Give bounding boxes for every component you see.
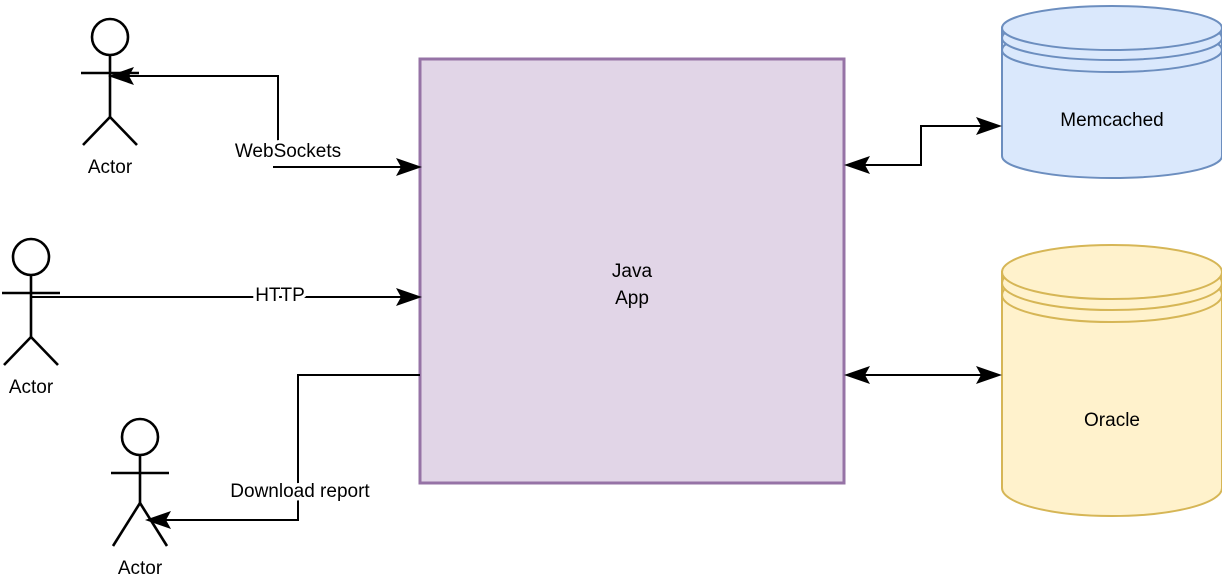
actor-head-icon [90, 17, 130, 57]
http-arrowhead [396, 288, 422, 306]
actor-leg-right [30, 336, 59, 366]
websockets-outbound-arrowhead [108, 67, 134, 85]
node-memcached[interactable]: Memcached [1001, 5, 1222, 179]
websockets-label: WebSockets [235, 141, 341, 162]
download-report-label: Download report [230, 481, 370, 502]
oracle-label: Oracle [1084, 410, 1140, 431]
memcached-arrowhead-right [976, 117, 1002, 135]
memcached-disc-1 [1001, 5, 1222, 51]
oracle-arrowhead-left [844, 366, 870, 384]
actor-head-icon [120, 417, 160, 457]
actor-websockets[interactable]: Actor [81, 17, 139, 178]
download-report-line [165, 374, 420, 521]
edge-websockets-inbound[interactable]: WebSockets [231, 138, 422, 176]
edge-oracle[interactable] [844, 366, 1002, 384]
oracle-disc-1 [1001, 244, 1222, 300]
actor-leg-right [109, 116, 138, 146]
memcached-label: Memcached [1060, 110, 1164, 131]
node-oracle[interactable]: Oracle [1001, 244, 1222, 517]
edge-websockets-outbound[interactable] [108, 67, 279, 146]
actor-download[interactable]: Actor [111, 417, 169, 579]
actor-head-icon [11, 237, 51, 277]
actor-caption-websockets: Actor [88, 157, 133, 178]
java-app-label-line2: App [615, 288, 649, 309]
websockets-outbound-line [128, 75, 279, 146]
edge-download-report[interactable]: Download report [145, 374, 420, 529]
java-app-label-line1: Java [612, 261, 653, 282]
memcached-line [862, 125, 984, 166]
edge-http[interactable]: HTTP [31, 282, 422, 310]
oracle-arrowhead-right [976, 366, 1002, 384]
actor-leg-left [111, 502, 142, 547]
download-report-arrowhead [145, 511, 171, 529]
http-label: HTTP [255, 285, 305, 306]
actor-caption-http: Actor [9, 377, 54, 398]
actor-leg-left [3, 336, 32, 366]
node-java-app[interactable]: Java App [418, 57, 846, 485]
websockets-inbound-arrowhead [396, 158, 422, 176]
actor-caption-download: Actor [118, 558, 163, 579]
edge-memcached[interactable] [844, 117, 1002, 174]
actor-leg-left [82, 116, 111, 146]
memcached-arrowhead-left [844, 156, 870, 174]
actor-leg-right [138, 502, 169, 547]
java-app-box[interactable] [418, 57, 846, 485]
actor-http[interactable]: Actor [2, 237, 60, 398]
oracle-body [1001, 271, 1222, 517]
